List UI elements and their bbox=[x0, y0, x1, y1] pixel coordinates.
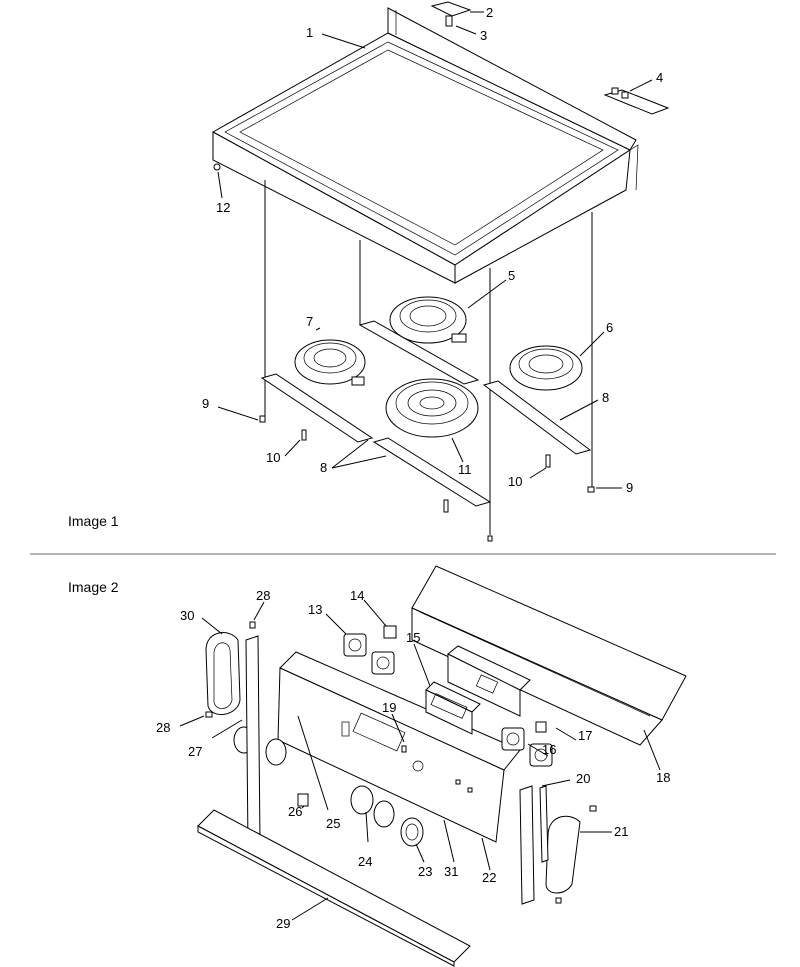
backguard-panel bbox=[411, 565, 687, 746]
control-panel-exploded-view bbox=[197, 565, 687, 967]
side-bracket bbox=[603, 87, 670, 115]
surface-element bbox=[294, 339, 366, 386]
clock-board bbox=[447, 645, 531, 717]
callout: 28 bbox=[256, 588, 270, 603]
light-switch bbox=[383, 625, 397, 639]
callout: 8 bbox=[320, 460, 327, 475]
callout: 12 bbox=[216, 200, 230, 215]
side-trim bbox=[245, 635, 549, 905]
infinite-switch bbox=[343, 633, 553, 767]
screw bbox=[259, 415, 595, 542]
callout: 4 bbox=[656, 70, 663, 85]
callout: 21 bbox=[614, 824, 628, 839]
lower-trim bbox=[197, 809, 471, 967]
callout: 26 bbox=[288, 804, 302, 819]
callout: 6 bbox=[606, 320, 613, 335]
callout: 8 bbox=[602, 390, 609, 405]
image-caption: Image 1 bbox=[68, 513, 119, 529]
callout: 9 bbox=[626, 480, 633, 495]
callout: 10 bbox=[508, 474, 522, 489]
surface-element bbox=[389, 296, 467, 344]
connector bbox=[535, 721, 547, 733]
callout: 22 bbox=[482, 870, 496, 885]
cooktop-exploded-view bbox=[211, 1, 670, 542]
screw bbox=[213, 163, 221, 171]
callout: 9 bbox=[202, 396, 209, 411]
callout: 27 bbox=[188, 744, 202, 759]
leader-lines bbox=[217, 11, 653, 489]
callout: 7 bbox=[306, 314, 313, 329]
callout: 30 bbox=[180, 608, 194, 623]
callout: 24 bbox=[358, 854, 372, 869]
callout: 10 bbox=[266, 450, 280, 465]
callouts-image-1: 1 2 3 4 5 6 7 8 8 9 9 10 10 11 12 bbox=[202, 5, 663, 495]
callout: 2 bbox=[486, 5, 493, 20]
callout: 13 bbox=[308, 602, 322, 617]
leader-lines bbox=[179, 599, 661, 921]
cooktop-main-top bbox=[211, 7, 639, 284]
callout: 11 bbox=[458, 462, 472, 477]
screw bbox=[205, 621, 597, 904]
callout: 5 bbox=[508, 268, 515, 283]
end-cap bbox=[205, 632, 581, 894]
callout: 1 bbox=[306, 25, 313, 40]
callouts-image-2: 13 14 15 16 17 18 19 20 21 22 23 24 25 2… bbox=[156, 588, 670, 931]
callout: 23 bbox=[418, 864, 432, 879]
callout: 20 bbox=[576, 771, 590, 786]
support-bracket bbox=[260, 320, 592, 507]
surface-element bbox=[509, 345, 583, 391]
hinge-bracket bbox=[430, 1, 472, 27]
callout: 14 bbox=[350, 588, 364, 603]
callout: 19 bbox=[382, 700, 396, 715]
callout: 3 bbox=[480, 28, 487, 43]
callout: 31 bbox=[444, 864, 458, 879]
callout: 28 bbox=[156, 720, 170, 735]
callout: 15 bbox=[406, 630, 420, 645]
callout: 25 bbox=[326, 816, 340, 831]
callout: 29 bbox=[276, 916, 290, 931]
display-board bbox=[425, 681, 481, 735]
callout: 18 bbox=[656, 770, 670, 785]
callout: 16 bbox=[542, 742, 556, 757]
callout: 17 bbox=[578, 728, 592, 743]
surface-element bbox=[385, 378, 479, 438]
image-caption: Image 2 bbox=[68, 579, 119, 595]
